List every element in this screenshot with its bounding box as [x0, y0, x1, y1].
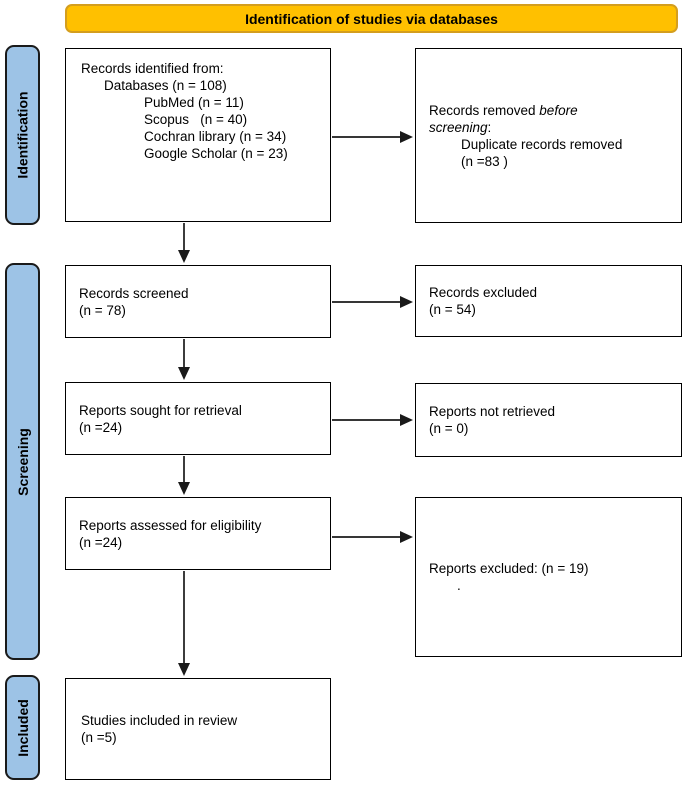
reports-assessed-count: (n =24): [79, 534, 123, 550]
stage-label-screening-text: Screening: [14, 427, 31, 496]
stage-label-included: Included: [5, 675, 40, 780]
records-identified-google-scholar: Google Scholar (n = 23): [144, 146, 288, 161]
box-studies-included: Studies included in review (n =5): [65, 678, 331, 780]
records-removed-duplicates: Duplicate records removed: [461, 136, 623, 152]
reports-assessed-label: Reports assessed for eligibility: [79, 517, 262, 533]
diagram-title-bar: Identification of studies via databases: [65, 4, 678, 33]
diagram-title: Identification of studies via databases: [245, 10, 498, 27]
stage-label-identification: Identification: [5, 45, 40, 225]
box-reports-assessed: Reports assessed for eligibility (n =24): [65, 497, 331, 570]
stage-label-screening: Screening: [5, 263, 40, 660]
studies-included-label: Studies included in review: [81, 713, 238, 728]
records-identified-pubmed: PubMed (n = 11): [144, 95, 244, 110]
reports-not-retrieved-count: (n = 0): [429, 421, 469, 436]
records-excluded-label: Records excluded: [429, 285, 538, 300]
box-reports-not-retrieved: Reports not retrieved (n = 0): [415, 383, 682, 457]
records-screened-label: Records screened: [79, 285, 189, 301]
box-records-identified: Records identified from: Databases (n = …: [65, 48, 331, 222]
reports-excluded-period: .: [457, 578, 461, 593]
box-records-removed: Records removed before screening: Duplic…: [415, 48, 682, 223]
records-removed-line2: screening:: [429, 119, 676, 136]
box-reports-excluded: Reports excluded: (n = 19) .: [415, 497, 682, 657]
records-removed-line1: Records removed before: [429, 102, 676, 119]
stage-label-included-text: Included: [14, 698, 31, 757]
reports-excluded-label: Reports excluded: (n = 19): [429, 561, 589, 576]
records-removed-line2-italic: screening: [429, 119, 488, 135]
records-identified-scopus: Scopus (n = 40): [144, 112, 248, 127]
records-removed-line1-normal: Records removed: [429, 102, 540, 118]
records-removed-count: (n =83 ): [461, 153, 508, 169]
box-records-excluded: Records excluded (n = 54): [415, 265, 682, 337]
records-identified-cochran: Cochran library (n = 34): [144, 129, 287, 144]
records-removed-line2-suffix: :: [487, 119, 492, 135]
stage-label-identification-text: Identification: [14, 91, 31, 179]
box-reports-sought: Reports sought for retrieval (n =24): [65, 382, 331, 455]
records-removed-line1-italic: before: [539, 102, 578, 118]
records-screened-count: (n = 78): [79, 302, 126, 318]
reports-sought-label: Reports sought for retrieval: [79, 402, 242, 418]
reports-sought-count: (n =24): [79, 419, 123, 435]
box-records-screened: Records screened (n = 78): [65, 265, 331, 338]
records-excluded-count: (n = 54): [429, 302, 476, 317]
studies-included-count: (n =5): [81, 730, 117, 745]
records-identified-databases: Databases (n = 108): [104, 78, 227, 93]
records-identified-heading: Records identified from:: [81, 61, 224, 76]
reports-not-retrieved-label: Reports not retrieved: [429, 404, 556, 419]
